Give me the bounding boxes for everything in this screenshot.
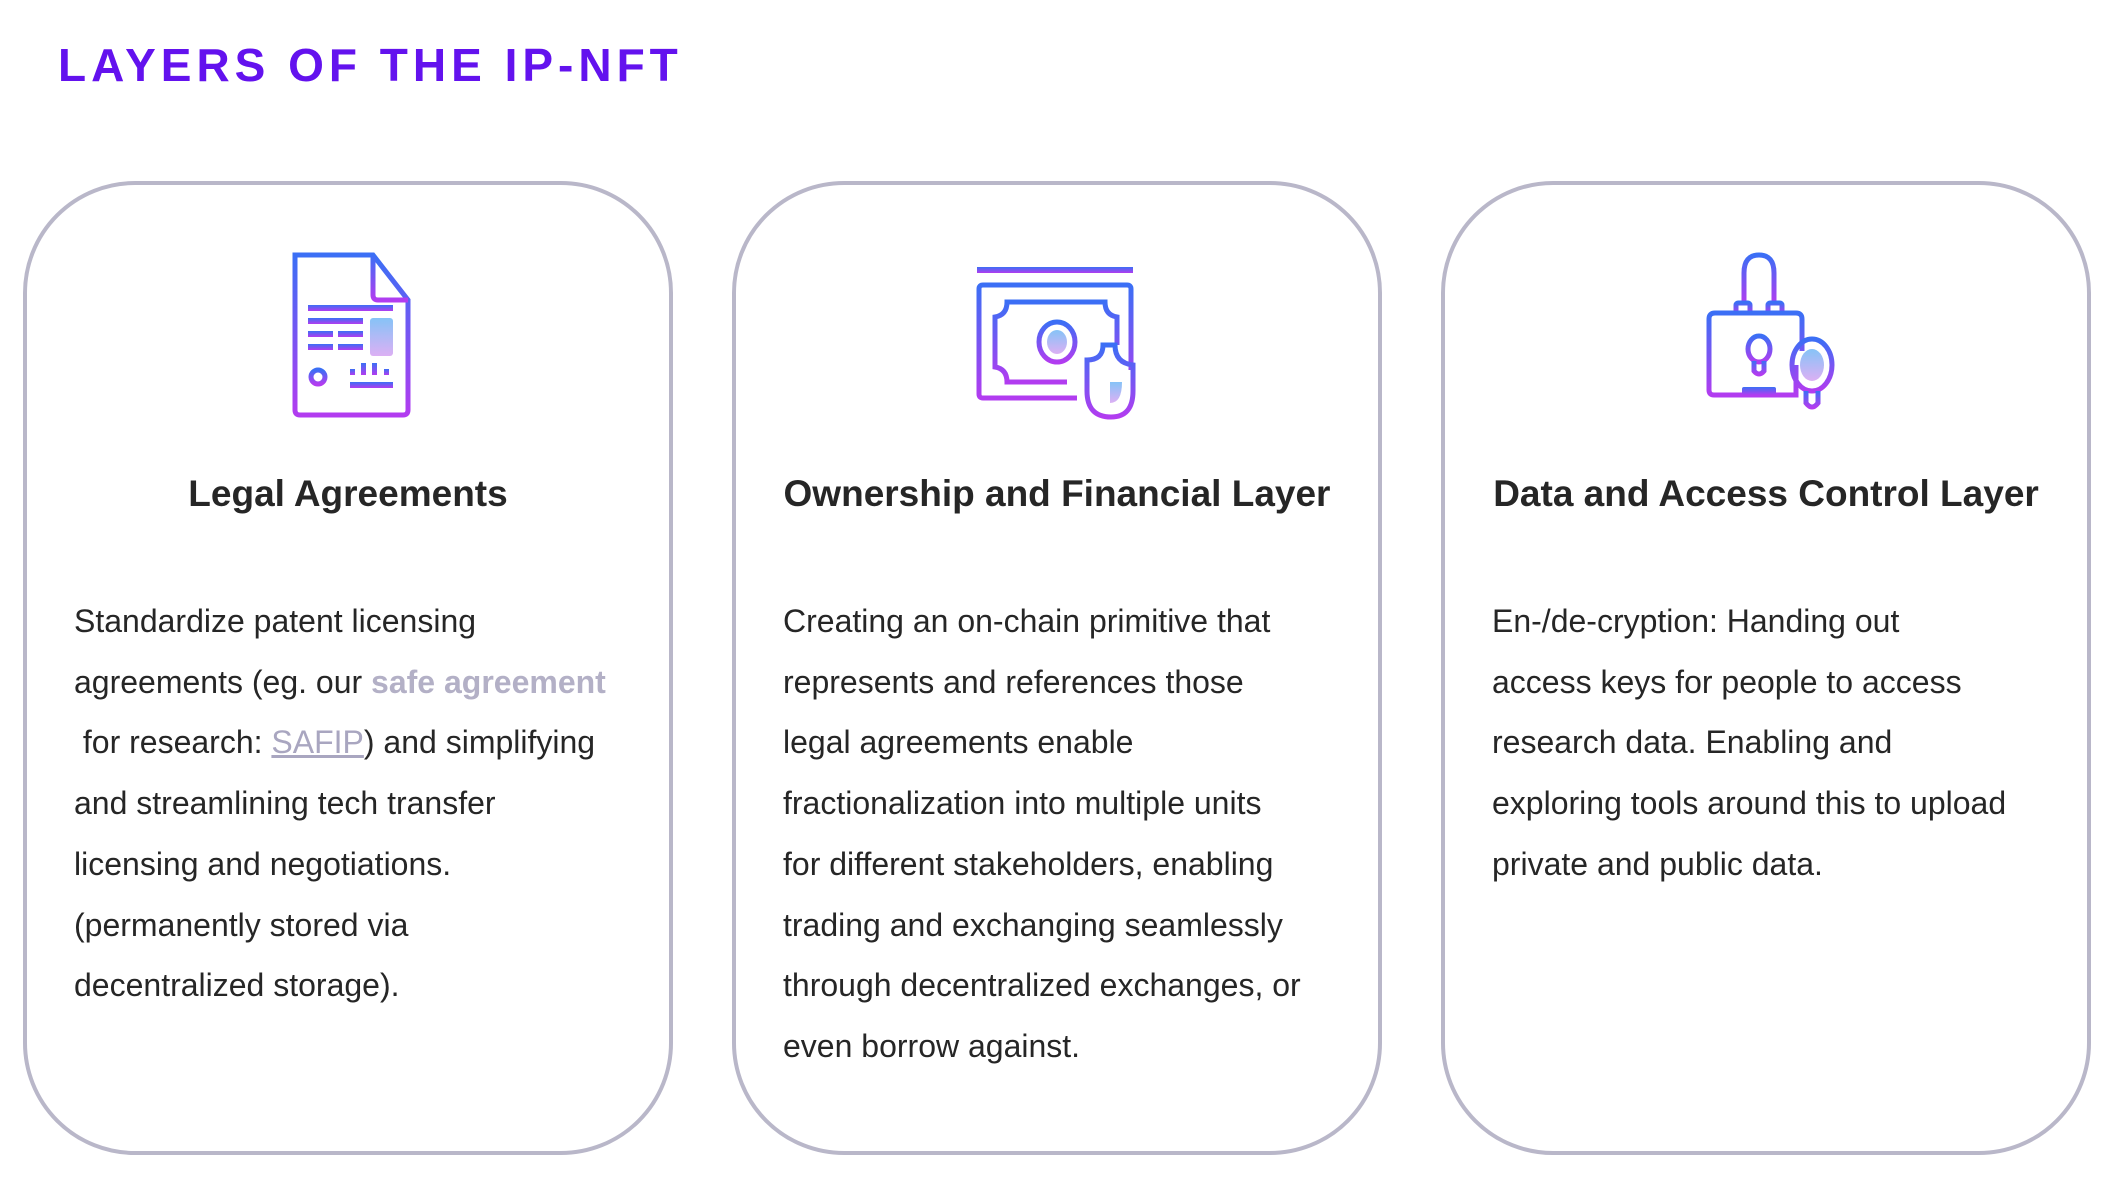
text-line: (permanently stored via: [74, 906, 409, 943]
text-line: trading and exchanging seamlessly: [783, 906, 1283, 943]
safip-link[interactable]: SAFIP: [271, 724, 364, 761]
card-description: En-/de-cryption: Handing out access keys…: [1492, 591, 2057, 895]
text-segment: agreements (eg. our: [74, 663, 372, 700]
text-line: exploring tools around this to upload: [1492, 785, 2007, 822]
text-line: decentralized storage).: [74, 967, 400, 1004]
safe-agreement-link[interactable]: safe agreement: [371, 663, 606, 700]
card-title: Legal Agreements: [188, 473, 508, 514]
banknote-shield-icon: [967, 245, 1147, 425]
text-line: Standardize patent licensing: [74, 603, 477, 639]
card-title: Ownership and Financial Layer: [783, 473, 1331, 514]
text-line: legal agreements enable: [783, 724, 1134, 761]
text-line: represents and references those: [783, 663, 1244, 700]
text-line: Creating an on-chain primitive that: [783, 603, 1271, 639]
text-line: agreements (eg. our safe agreement: [74, 652, 639, 713]
text-line: private and public data.: [1492, 845, 1823, 882]
text-line: research data. Enabling and: [1492, 724, 1893, 761]
text-line: for research: SAFIP) and simplifying: [74, 712, 639, 773]
card-description: Creating an on-chain primitive that repr…: [783, 591, 1348, 1077]
card-legal-agreements: Legal Agreements Standardize patent lice…: [23, 181, 673, 1155]
card-ownership-financial: Ownership and Financial Layer Creating a…: [732, 181, 1382, 1155]
text-segment: for research:: [74, 724, 272, 761]
page-title: LAYERS OF THE IP-NFT: [58, 39, 683, 91]
card-description: Standardize patent licensing agreements …: [74, 591, 639, 1016]
text-line: for different stakeholders, enabling: [783, 845, 1274, 882]
text-line: licensing and negotiations.: [74, 845, 452, 882]
card-title: Data and Access Control Layer: [1493, 473, 2039, 514]
text-segment: ) and simplifying: [363, 724, 596, 761]
lock-key-icon: [1676, 245, 1856, 425]
card-data-access-control: Data and Access Control Layer En-/de-cry…: [1441, 181, 2091, 1155]
text-line: even borrow against.: [783, 1027, 1081, 1064]
document-icon: [258, 245, 438, 425]
text-line: and streamlining tech transfer: [74, 785, 496, 822]
text-line: En-/de-cryption: Handing out: [1492, 603, 1900, 639]
text-line: fractionalization into multiple units: [783, 785, 1262, 822]
text-line: access keys for people to access: [1492, 663, 1962, 700]
text-line: through decentralized exchanges, or: [783, 967, 1301, 1004]
